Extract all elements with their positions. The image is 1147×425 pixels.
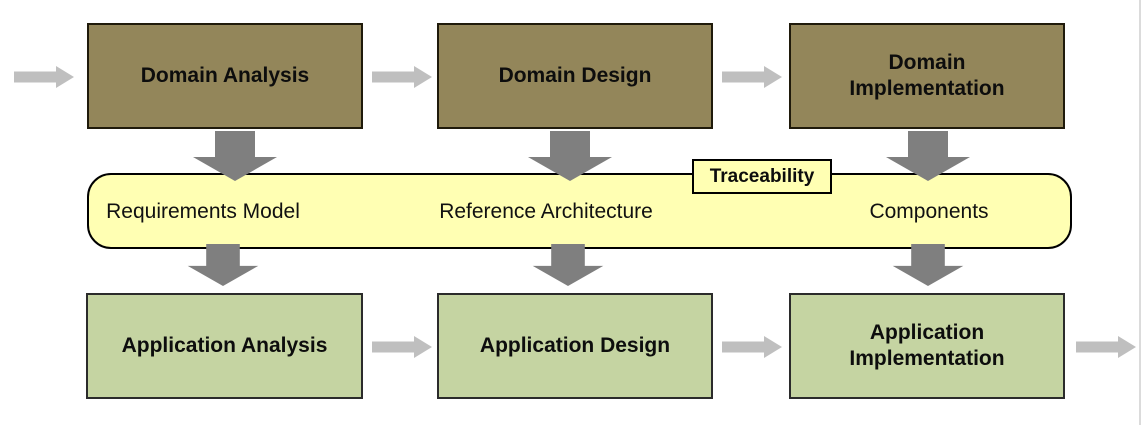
application-design-label: Application Design — [479, 333, 671, 357]
domain-implementation-box: Domain Implementation — [789, 23, 1065, 129]
entry-arrow-icon — [14, 66, 74, 88]
domain-design-box: Domain Design — [437, 23, 713, 129]
arrow-domain-analysis-to-design-icon — [372, 66, 432, 88]
application-implementation-label: Application Implementation — [849, 320, 1005, 370]
arrow-domain-implementation-to-band-icon — [886, 131, 970, 181]
traceability-tag-label: Traceability — [709, 165, 815, 187]
domain-implementation-label: Domain Implementation — [849, 50, 1005, 100]
application-design-box: Application Design — [437, 293, 713, 399]
arrow-domain-analysis-to-band-icon — [193, 131, 277, 181]
arrow-application-design-to-implementation-icon — [722, 336, 782, 358]
arrow-domain-design-to-implementation-icon — [722, 66, 782, 88]
arrow-application-analysis-to-design-icon — [372, 336, 432, 358]
arrow-band-to-application-design-icon — [528, 244, 608, 286]
components-label: Components — [869, 200, 989, 223]
application-analysis-label: Application Analysis — [121, 333, 328, 357]
application-analysis-box: Application Analysis — [86, 293, 363, 399]
arrow-band-to-application-analysis-icon — [183, 244, 263, 286]
application-implementation-box: Application Implementation — [789, 293, 1065, 399]
domain-analysis-box: Domain Analysis — [87, 23, 363, 129]
domain-analysis-label: Domain Analysis — [140, 63, 310, 87]
exit-arrow-icon — [1076, 336, 1136, 358]
domain-design-label: Domain Design — [498, 63, 652, 87]
traceability-tag: Traceability — [692, 159, 832, 194]
reference-architecture-label: Reference Architecture — [439, 200, 653, 223]
page-edge-line — [1139, 0, 1141, 425]
arrow-band-to-application-implementation-icon — [888, 244, 968, 286]
arrow-domain-design-to-band-icon — [528, 131, 612, 181]
requirements-model-label: Requirements Model — [106, 200, 300, 223]
